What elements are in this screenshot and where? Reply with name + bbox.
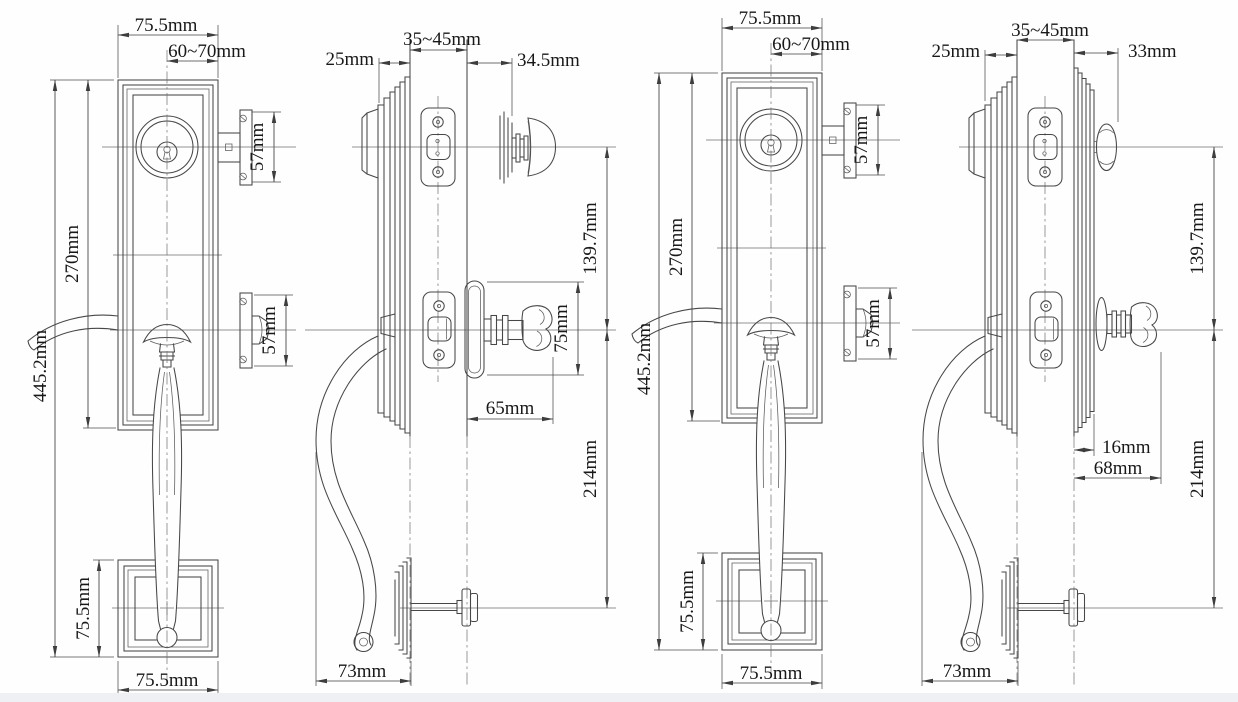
front-view-exterior-2: 75.5mm 60~70mm 57mm 270mm 445.2mm 57mm 7… bbox=[632, 8, 900, 689]
interior-lever-rose bbox=[464, 280, 553, 379]
dim-label-lever-projection: 68mm bbox=[1094, 458, 1143, 479]
dim-label-overall-height: 445.2mm bbox=[30, 330, 51, 403]
dim-label-plate-width: 75.5mm bbox=[135, 15, 198, 36]
interior-turn-knob bbox=[499, 111, 557, 184]
dim-label-interior-projection: 34.5mm bbox=[517, 50, 580, 71]
dim-label-deadbolt-latch-height: 57mm bbox=[851, 116, 872, 165]
side-view-knob: 25mm 35~45mm 34.5mm 139.7mm 75mm 65mm 21… bbox=[304, 29, 617, 689]
bottom-page-strip bbox=[0, 693, 1238, 702]
dim-label-backset: 60~70mm bbox=[168, 41, 246, 62]
dim-label-grip-projection: 73mm bbox=[338, 661, 387, 682]
side-door-and-exterior-shapes bbox=[911, 39, 1224, 689]
dim-label-base-height: 75.5mm bbox=[677, 570, 698, 633]
interior-plate bbox=[1073, 67, 1095, 433]
dim-label-lever-latch-height: 57mm bbox=[259, 306, 280, 355]
dim-label-knob-projection: 65mm bbox=[486, 398, 535, 419]
dim-label-exterior-projection: 25mm bbox=[931, 41, 980, 62]
interior-lever bbox=[1095, 296, 1158, 352]
side-door-and-exterior-shapes bbox=[304, 39, 617, 689]
dim-label-handle-to-bolt: 214mm bbox=[1187, 440, 1208, 498]
interior-thumbturn bbox=[1094, 123, 1118, 172]
dim-label-rose-height: 75mm bbox=[551, 304, 572, 353]
dim-label-plate-width: 75.5mm bbox=[739, 8, 802, 29]
side-view-lever: 25mm 35~45mm 33mm 139.7mm 16mm 68mm 214m… bbox=[911, 20, 1224, 689]
dim-label-overall-height: 445.2mm bbox=[634, 323, 655, 396]
dim-label-grip-projection: 73mm bbox=[943, 661, 992, 682]
dim-label-base-width: 75.5mm bbox=[740, 663, 803, 684]
dim-label-backset: 60~70mm bbox=[772, 34, 850, 55]
dim-label-deadbolt-to-handle: 139.7mm bbox=[1187, 202, 1208, 275]
dim-label-deadbolt-latch-height: 57mm bbox=[247, 123, 268, 172]
dim-label-exterior-projection: 25mm bbox=[325, 49, 374, 70]
dim-label-plate-thickness: 16mm bbox=[1102, 437, 1151, 458]
dim-label-base-width: 75.5mm bbox=[136, 670, 199, 691]
front-view-exterior-1: 75.5mm 60~70mm 57mm 270mm 445.2mm 57mm 7… bbox=[28, 15, 296, 696]
dim-label-center-to-center: 270mm bbox=[62, 225, 83, 283]
dim-label-door-thickness: 35~45mm bbox=[1011, 20, 1089, 41]
dim-label-interior-projection: 33mm bbox=[1128, 41, 1177, 62]
dim-label-base-height: 75.5mm bbox=[73, 577, 94, 640]
dim-label-lever-latch-height: 57mm bbox=[863, 299, 884, 348]
dim-label-door-thickness: 35~45mm bbox=[403, 29, 481, 50]
dim-label-center-to-center: 270mm bbox=[666, 218, 687, 276]
dim-label-handle-to-bolt: 214mm bbox=[580, 440, 601, 498]
dim-label-deadbolt-to-handle: 139.7mm bbox=[580, 202, 601, 275]
